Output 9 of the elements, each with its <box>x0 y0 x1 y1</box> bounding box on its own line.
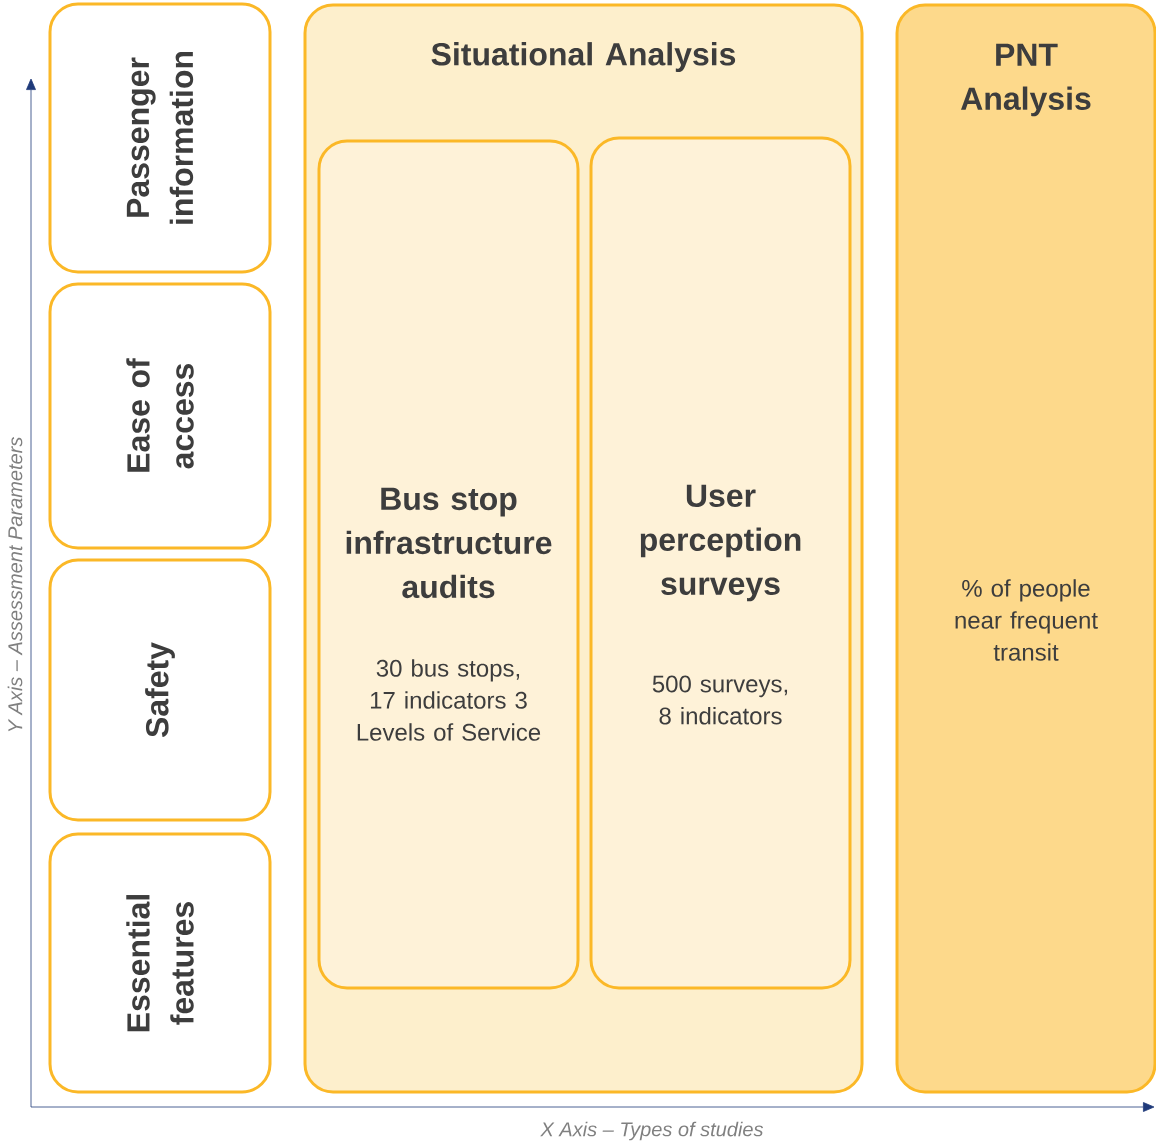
axis-label: Y Axis – Assessment Parameters <box>7 437 23 732</box>
axis-label: X Axis – Types of studies <box>540 1121 764 1141</box>
parameter-box: Safety <box>48 558 272 822</box>
study-box: User perception surveys 500 surveys, 8 indicators <box>589 136 852 990</box>
parameter-box: Ease of access <box>48 282 272 550</box>
parameter-box: Passenger information <box>48 2 272 274</box>
parameter-box: Essential features <box>48 832 272 1094</box>
study-box: Bus stop infrastructure audits 30 bus stops, 17 indicators 3 Levels of Service <box>317 139 580 990</box>
analysis-panel: PNT Analysis % of people near frequent transit <box>895 3 1156 1094</box>
